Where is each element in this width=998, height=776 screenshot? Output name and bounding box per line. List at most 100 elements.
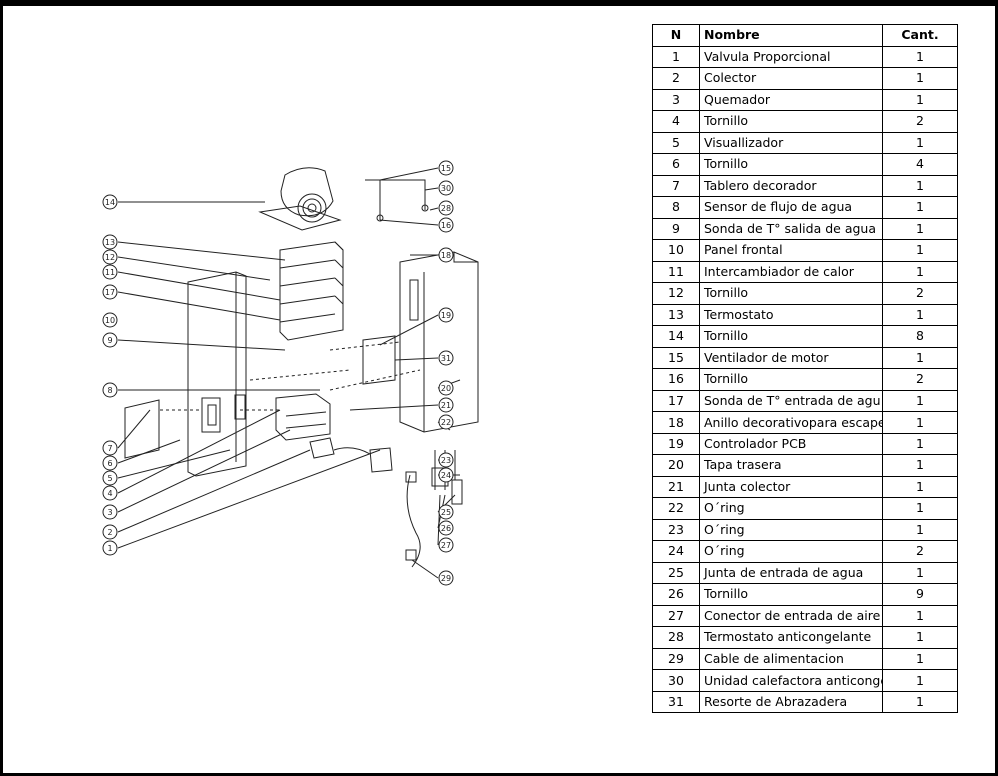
cell-n: 7	[652, 174, 700, 197]
callout-18: 18	[438, 247, 454, 263]
cell-name: Intercambiador de calor	[699, 260, 883, 283]
header-n: N	[652, 24, 700, 47]
cell-name: O´ring	[699, 540, 883, 563]
cell-qty: 1	[882, 67, 958, 90]
callout-label: 10	[105, 316, 115, 325]
pcb-controller	[362, 335, 396, 385]
cell-n: 9	[652, 217, 700, 240]
gas-valve	[309, 437, 393, 473]
cell-qty: 1	[882, 690, 958, 713]
callout-12: 12	[102, 249, 118, 265]
cell-n: 14	[652, 325, 700, 348]
cell-n: 28	[652, 626, 700, 649]
cell-qty: 1	[882, 497, 958, 520]
cell-n: 10	[652, 239, 700, 262]
cell-qty: 1	[882, 518, 958, 541]
callout-27: 27	[438, 537, 454, 553]
callout-4: 4	[102, 485, 118, 501]
cell-name: Tapa trasera	[699, 454, 883, 477]
callout-19: 19	[438, 307, 454, 323]
cell-n: 19	[652, 432, 700, 455]
cell-n: 11	[652, 260, 700, 283]
callout-label: 12	[105, 253, 115, 262]
cell-qty: 2	[882, 368, 958, 391]
cell-name: O´ring	[699, 497, 883, 520]
cell-qty: 2	[882, 110, 958, 133]
callout-label: 17	[105, 288, 115, 297]
callout-31: 31	[438, 350, 454, 366]
cell-qty: 8	[882, 325, 958, 348]
cell-qty: 9	[882, 583, 958, 606]
callout-label: 22	[441, 418, 451, 427]
cell-qty: 1	[882, 411, 958, 434]
cell-name: Visuallizador	[699, 131, 883, 154]
cell-name: Ventilador de motor	[699, 346, 883, 369]
header-qty: Cant.	[882, 24, 958, 47]
cell-n: 13	[652, 303, 700, 326]
callout-11: 11	[102, 264, 118, 280]
cell-name: Tornillo	[699, 325, 883, 348]
callout-9: 9	[102, 332, 118, 348]
callout-label: 1	[107, 544, 112, 553]
heat-exchanger	[279, 241, 344, 341]
front-panel	[187, 271, 247, 477]
cell-name: Conector de entrada de aire	[699, 604, 883, 627]
cell-name: Valvula Proporcional	[699, 45, 883, 68]
callout-3: 3	[102, 504, 118, 520]
cell-name: Colector	[699, 67, 883, 90]
cell-n: 22	[652, 497, 700, 520]
callout-label: 8	[107, 386, 112, 395]
callout-29: 29	[438, 570, 454, 586]
cell-qty: 1	[882, 604, 958, 627]
decorative-board	[124, 399, 160, 459]
cell-n: 4	[652, 110, 700, 133]
callout-leader-lines	[117, 167, 461, 579]
cell-n: 2	[652, 67, 700, 90]
cell-qty: 2	[882, 282, 958, 305]
callout-23: 23	[438, 452, 454, 468]
cell-qty: 1	[882, 561, 958, 584]
control-box	[275, 393, 331, 441]
callout-label: 31	[441, 354, 451, 363]
cell-name: Termostato	[699, 303, 883, 326]
callout-6: 6	[102, 455, 118, 471]
cell-n: 15	[652, 346, 700, 369]
screws-dashes	[160, 341, 421, 411]
cell-qty: 1	[882, 45, 958, 68]
callout-label: 3	[107, 508, 112, 517]
table-header-row: N Nombre Cant.	[652, 24, 958, 47]
cell-n: 20	[652, 454, 700, 477]
cell-qty: 1	[882, 389, 958, 412]
cell-qty: 1	[882, 88, 958, 111]
callout-14: 14	[102, 194, 118, 210]
power-cable	[405, 471, 421, 568]
callout-25: 25	[438, 504, 454, 520]
callout-21: 21	[438, 397, 454, 413]
callout-label: 11	[105, 268, 115, 277]
callout-label: 27	[441, 541, 451, 550]
cell-n: 12	[652, 282, 700, 305]
cell-name: Cable de alimentacion	[699, 647, 883, 670]
cell-qty: 1	[882, 217, 958, 240]
cell-name: Sensor de flujo de agua	[699, 196, 883, 219]
callout-13: 13	[102, 234, 118, 250]
callout-label: 13	[105, 238, 115, 247]
cell-n: 18	[652, 411, 700, 434]
